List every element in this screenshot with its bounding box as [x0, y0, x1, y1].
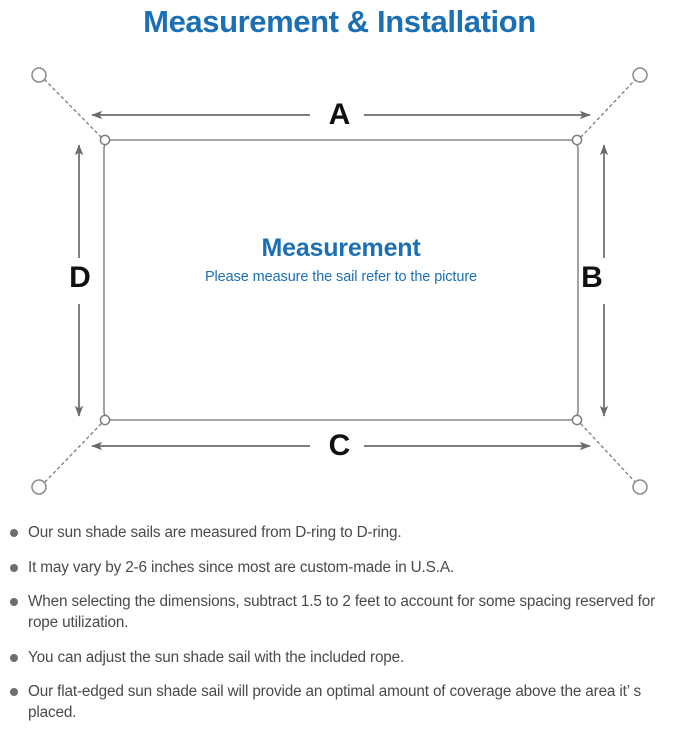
list-item-text: When selecting the dimensions, subtract … [28, 593, 656, 631]
bullet-icon [10, 688, 18, 697]
list-item-text: Our sun shade sails are measured from D-… [28, 524, 402, 541]
sail-caption-subtitle: Please measure the sail refer to the pic… [204, 268, 478, 285]
rope-top-right [580, 79, 636, 138]
page-title: Measurement & Installation [143, 4, 536, 39]
dimension-label-c: C [328, 429, 351, 462]
diagram-canvas [31, 67, 648, 495]
dimension-arrows [74, 110, 609, 451]
bullet-icon [10, 529, 18, 537]
list-item: Our sun shade sails are measured from D-… [0, 523, 679, 544]
list-item: Our flat-edged sun shade sail will provi… [0, 682, 679, 723]
sail-measurement-diagram: A B C D Measurement Please measure the s… [0, 46, 679, 521]
anchor-point-bottom-right [632, 479, 648, 495]
list-item-text: You can adjust the sun shade sail with t… [28, 648, 405, 666]
d-ring-top-left [99, 134, 111, 146]
list-item: It may vary by 2-6 inches since most are… [0, 558, 679, 579]
d-rings [99, 134, 583, 426]
notes-list: Our sun shade sails are measured from D-… [0, 523, 679, 723]
list-item: When selecting the dimensions, subtract … [0, 592, 679, 633]
dimension-label-b: B [581, 261, 603, 294]
bullet-icon [10, 653, 18, 662]
d-ring-bottom-right [571, 414, 583, 426]
sail-center-caption: Measurement Please measure the sail refe… [104, 234, 578, 286]
anchor-point-top-right [632, 67, 648, 83]
rope-bottom-left [44, 423, 102, 483]
d-ring-top-right [571, 134, 583, 146]
bullet-icon [10, 598, 18, 607]
list-item-text: It may vary by 2-6 inches since most are… [28, 558, 454, 576]
list-item-text: Our flat-edged sun shade sail will provi… [28, 683, 642, 721]
anchor-points [31, 67, 648, 495]
rope-top-left [44, 79, 102, 138]
d-ring-bottom-left [99, 414, 111, 426]
anchor-point-bottom-left [31, 479, 47, 495]
rope-bottom-right [580, 423, 636, 483]
sail-body [103, 139, 579, 421]
bullet-icon [10, 563, 18, 572]
dimension-label-d: D [69, 261, 91, 294]
anchor-point-top-left [31, 67, 47, 83]
rope-lines [44, 79, 636, 483]
list-item: You can adjust the sun shade sail with t… [0, 648, 679, 669]
dimension-label-a: A [328, 98, 351, 131]
sail-caption-title: Measurement [261, 234, 421, 262]
